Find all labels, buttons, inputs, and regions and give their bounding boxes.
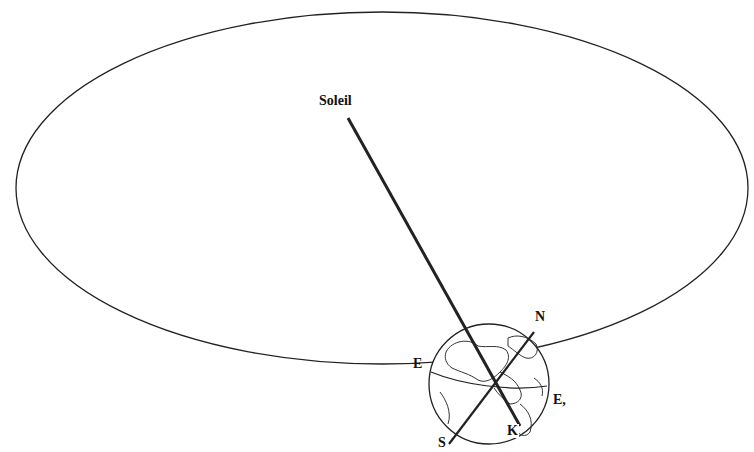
- earth-axis: [449, 332, 534, 444]
- equator-label: E: [412, 357, 423, 371]
- sun-label: Soleil: [318, 94, 353, 108]
- pole-label: N: [534, 310, 546, 324]
- continents: [440, 336, 543, 435]
- equator-label: E,: [552, 393, 567, 407]
- point-label: K: [506, 424, 519, 438]
- orbit-ellipse: [16, 12, 748, 364]
- sun-ray: [348, 118, 520, 426]
- pole-label: S: [437, 436, 447, 450]
- equator-line: [431, 372, 547, 388]
- earth-globe: [429, 324, 549, 444]
